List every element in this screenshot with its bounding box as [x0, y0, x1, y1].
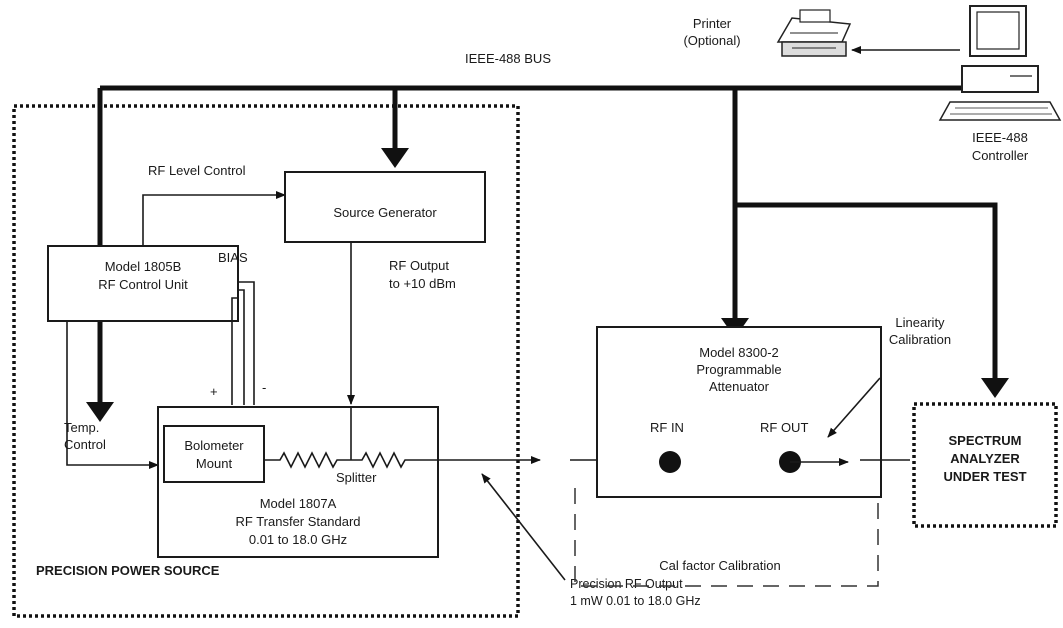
rf-output-line2: to +10 dBm: [389, 276, 456, 291]
linearity-line2: Calibration: [889, 332, 951, 347]
bias-plus-label: +: [210, 384, 218, 399]
bolometer-mount-box: [163, 425, 265, 483]
bolometer-line1: Bolometer: [184, 438, 244, 453]
programmable-attenuator-box: [596, 326, 882, 498]
bus-arrow-analyzer: [981, 378, 1009, 398]
ieee-488-bus: [86, 85, 1009, 422]
attenuator-line2: Programmable: [696, 362, 781, 377]
cal-factor-bracket: [574, 470, 879, 587]
bus-label: IEEE-488 BUS: [465, 51, 551, 66]
controller-label-line1: IEEE-488: [972, 130, 1028, 145]
control-unit-line1: Model 1805B: [105, 259, 182, 274]
bolometer-line2: Mount: [196, 456, 233, 471]
analyzer-line3: UNDER TEST: [943, 469, 1026, 484]
printer-label-line2: (Optional): [683, 33, 740, 48]
temp-control-line: [66, 321, 159, 469]
precision-output-pointer: [481, 473, 566, 581]
precision-output-line1: Precision RF Output: [570, 577, 683, 591]
transfer-standard-line1: Model 1807A: [260, 496, 337, 511]
temp-control-line1: Temp.: [64, 420, 99, 435]
controller-computer-icon: [938, 5, 1062, 121]
cal-factor-label: Cal factor Calibration: [659, 558, 780, 573]
control-unit-line2: RF Control Unit: [98, 277, 188, 292]
rf-out-label: RF OUT: [760, 420, 808, 435]
attenuator-line1: Model 8300-2: [699, 345, 779, 360]
bias-wires: [231, 281, 255, 405]
bias-minus-label: -: [262, 380, 266, 395]
source-generator-label: Source Generator: [333, 205, 437, 220]
precision-power-source-enclosure: [12, 104, 520, 618]
precision-output-line2: 1 mW 0.01 to 18.0 GHz: [570, 594, 701, 608]
splitter-label: Splitter: [336, 470, 377, 485]
printer-label-line1: Printer: [693, 16, 732, 31]
rf-output-line1: RF Output: [389, 258, 449, 273]
bus-arrow-control-unit: [86, 402, 114, 422]
splitter-resistors: [264, 407, 430, 469]
analyzer-line1: SPECTRUM: [949, 433, 1022, 448]
linearity-pointer: [827, 377, 881, 438]
rf-in-label: RF IN: [650, 420, 684, 435]
linearity-line1: Linearity: [895, 315, 945, 330]
source-generator-box: [284, 171, 486, 243]
rf-level-control-line: [142, 191, 286, 246]
attenuator-line3: Attenuator: [709, 379, 770, 394]
transfer-standard-line3: 0.01 to 18.0 GHz: [249, 532, 347, 547]
printer-icon: [776, 9, 852, 57]
temp-control-line2: Control: [64, 437, 106, 452]
rf-in-connector: [659, 451, 681, 473]
precision-power-source-label: PRECISION POWER SOURCE: [36, 563, 220, 578]
rf-control-unit-box: [47, 245, 239, 322]
bias-label: BIAS: [218, 250, 248, 265]
rf-level-control-label: RF Level Control: [148, 163, 246, 178]
bus-arrow-source-generator: [381, 148, 409, 168]
controller-label-line2: Controller: [972, 148, 1029, 163]
transfer-standard-line2: RF Transfer Standard: [236, 514, 361, 529]
analyzer-line2: ANALYZER: [950, 451, 1020, 466]
